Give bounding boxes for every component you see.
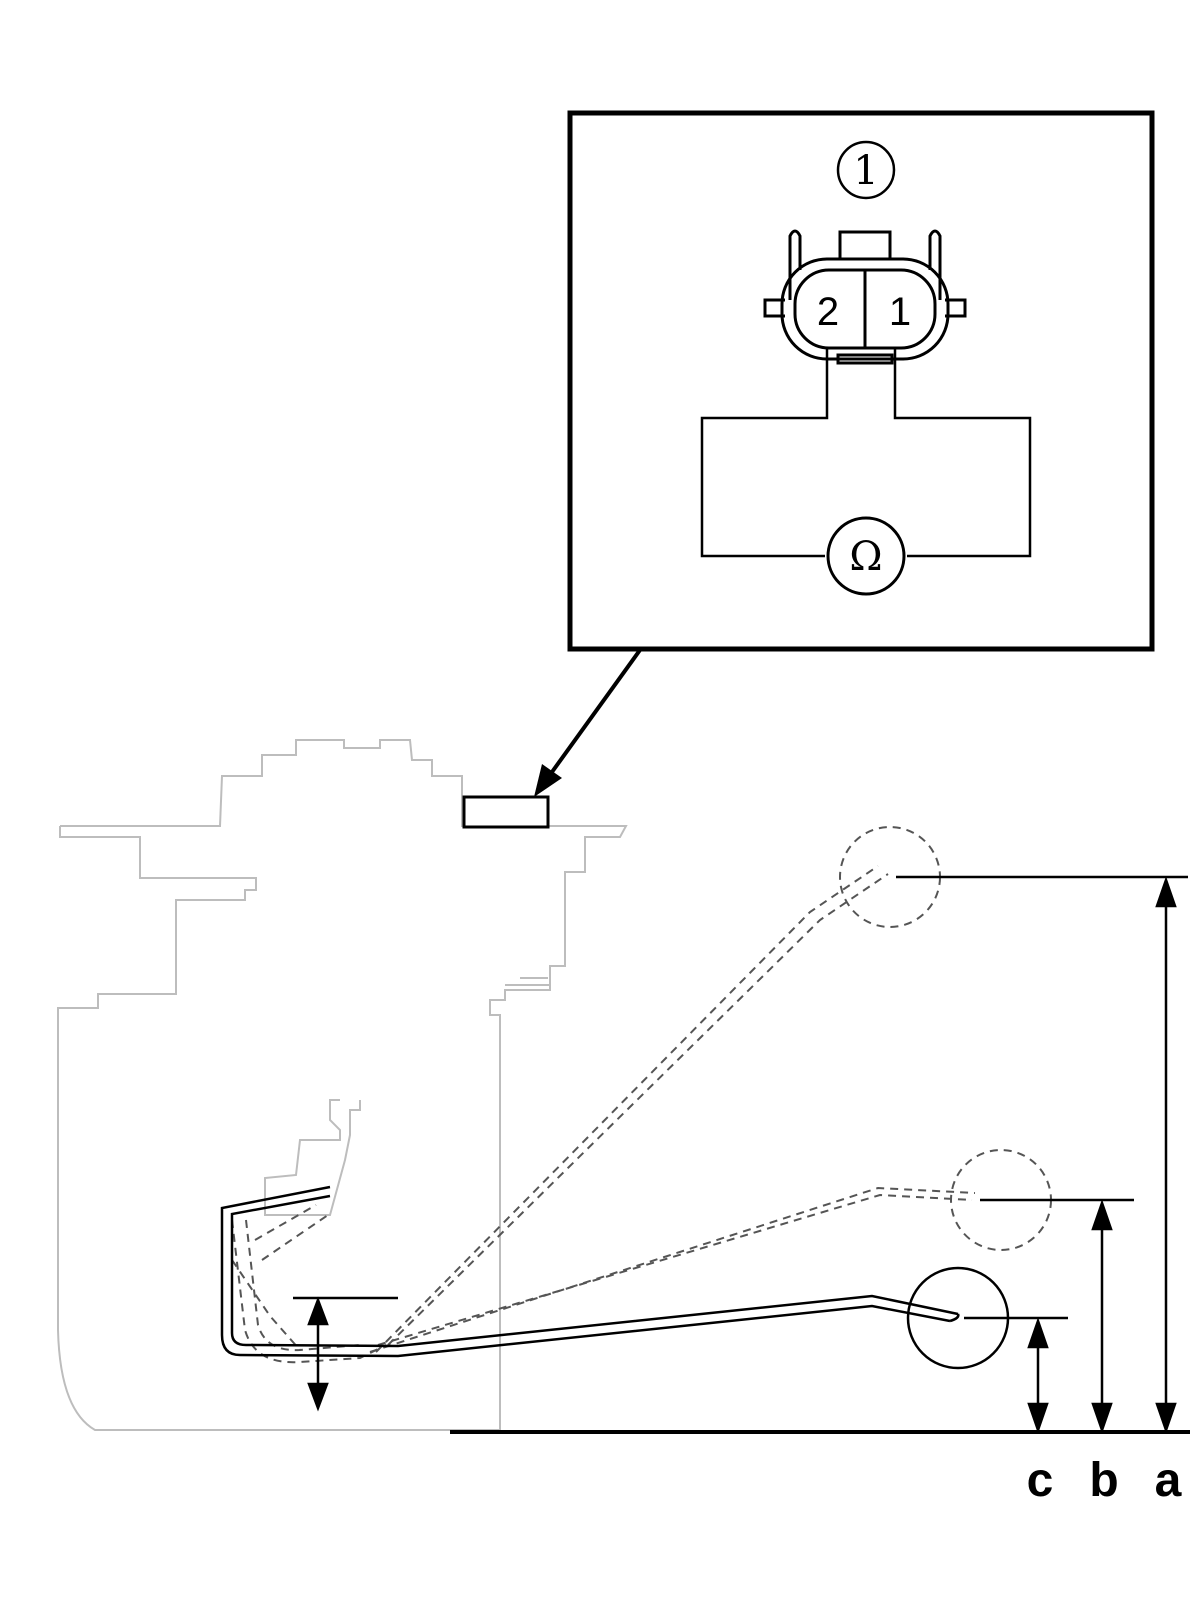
dimension-label-b: b [1089,1454,1118,1507]
float-arm-empty [220,1185,960,1358]
pin-label-1: 1 [889,290,911,334]
float-arm-pivot-alternates [231,1204,387,1364]
dimension-lines [293,875,1190,1434]
float-arm-full [375,826,941,1353]
dimension-c [1027,1317,1049,1434]
callout-number: 1 [853,148,878,194]
ohmmeter-icon: Ω [826,516,906,596]
ohmmeter-leads [700,348,1032,558]
sender-connector [462,795,550,829]
dimension-a [1155,876,1177,1434]
pin-label-2: 2 [817,290,839,334]
connector-inset: 1 2 1 Ω [567,110,1155,652]
ohm-symbol: Ω [849,534,882,580]
two-pin-connector [763,229,967,365]
fuel-pump-housing [57,739,628,1431]
dimension-label-c: c [1027,1454,1054,1507]
dimension-b [1091,1199,1113,1434]
callout-marker: 1 [836,140,896,200]
dimension-label-a: a [1155,1454,1182,1507]
leader-arrow [534,648,642,797]
pivot-travel-indicator [293,1296,398,1412]
